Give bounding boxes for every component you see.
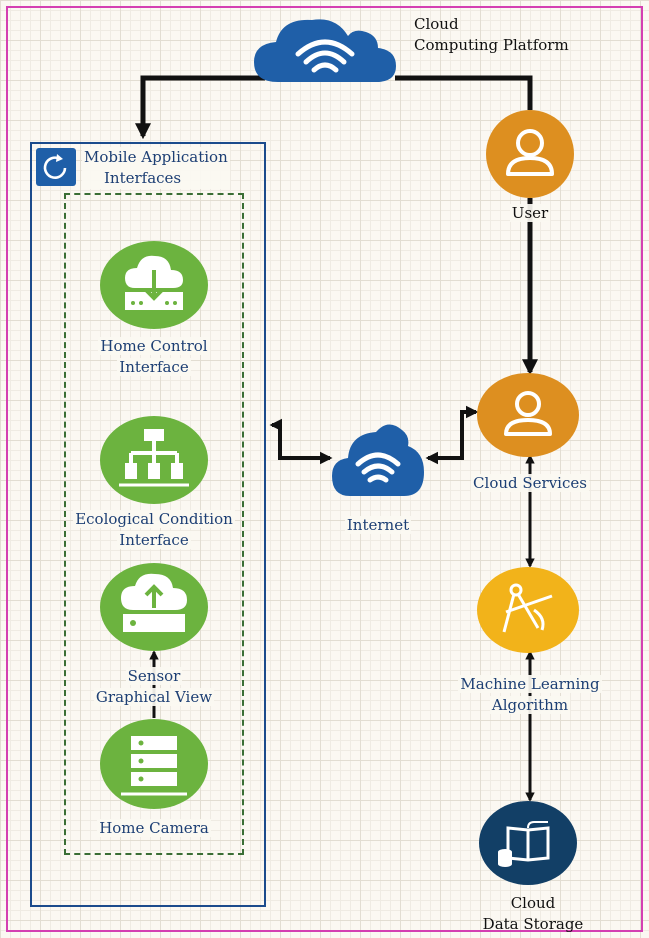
user-icon xyxy=(476,372,580,458)
connector-user-to-platform xyxy=(395,75,533,110)
compass-icon xyxy=(476,566,580,654)
home-camera-label: Home Camera xyxy=(97,819,211,837)
refresh-icon xyxy=(36,148,76,186)
sensor-label: Sensor Graphical View xyxy=(93,667,215,706)
storage-label: Cloud Data Storage xyxy=(482,894,584,933)
server-icon xyxy=(99,718,209,810)
cloud-services-label: Cloud Services xyxy=(471,474,589,492)
mobile-app-title: Mobile Application Interfaces xyxy=(82,147,230,189)
hierarchy-icon xyxy=(99,415,209,505)
book-database-icon xyxy=(478,800,578,886)
user-icon xyxy=(484,108,576,200)
home-control-label: Home Control Interface xyxy=(98,337,210,376)
mobile-app-panel xyxy=(30,142,266,907)
figure-frame xyxy=(6,6,643,932)
mobile-app-inner-group xyxy=(64,193,244,855)
connector-internet-to-panel xyxy=(269,418,333,465)
ml-label: Machine Learning Algorithm xyxy=(458,675,602,714)
wifi-cloud-icon xyxy=(330,414,426,500)
wifi-cloud-icon xyxy=(250,14,400,86)
internet-label: Internet xyxy=(344,516,412,534)
cloud-platform-label: Cloud Computing Platform xyxy=(414,15,569,54)
cloud-download-icon xyxy=(99,240,209,330)
cloud-upload-icon xyxy=(99,562,209,652)
user-label: User xyxy=(509,204,551,222)
connector-platform-to-panel xyxy=(134,75,265,140)
ecological-label: Ecological Condition Interface xyxy=(73,510,235,549)
connector-internet-to-services xyxy=(425,405,479,465)
